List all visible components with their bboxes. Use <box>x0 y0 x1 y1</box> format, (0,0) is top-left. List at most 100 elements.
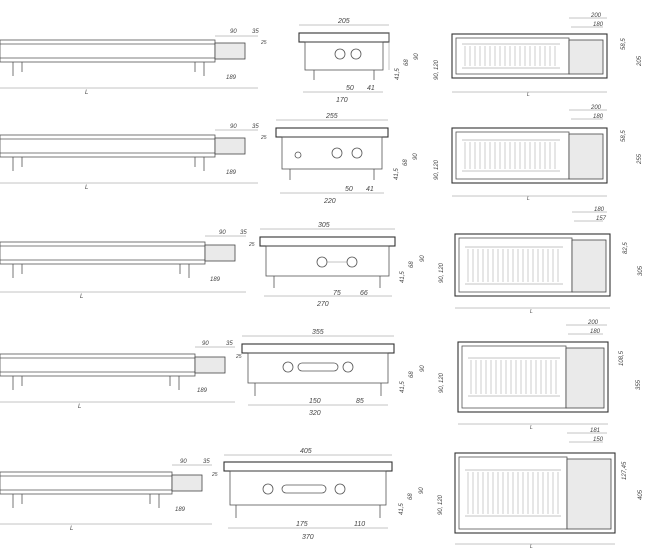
plan-view-3: 180 157 82,5 305 L <box>454 207 644 315</box>
section-h2-3: 68 <box>409 261 415 268</box>
side-dim-1-b: 35 <box>252 29 259 35</box>
plan-w3-3: 82,5 <box>623 242 629 254</box>
section-view-3: 305 75 66 270 41,5 68 90 90, 120 <box>259 222 445 308</box>
section-b2-5: 110 <box>354 521 365 528</box>
side-dim-2-b: 35 <box>252 124 259 130</box>
row-1: 90 35 25 189 L 205 50 41 170 41,5 68 90 … <box>0 13 643 104</box>
plan-length-2: L <box>527 196 530 202</box>
row-5: 90 35 25 189 L 405 175 110 370 41,5 68 9… <box>0 428 644 550</box>
section-view-2: 255 50 41 220 41,5 68 90 90, 120 <box>275 113 440 205</box>
plan-w1-3: 180 <box>594 207 605 213</box>
section-h1-2: 41,5 <box>394 168 400 180</box>
section-width-4: 355 <box>312 329 324 336</box>
plan-w1-5: 181 <box>590 428 600 434</box>
section-b2-2: 41 <box>366 186 374 193</box>
section-b2-1: 41 <box>367 85 375 92</box>
plan-w2-2: 180 <box>593 114 604 120</box>
side-dim-3-b: 35 <box>240 230 247 236</box>
section-view-4: 355 150 85 320 41,5 68 90 90, 120 <box>241 329 445 417</box>
plan-length-1: L <box>527 92 530 98</box>
plan-w3-2: 58,5 <box>621 130 627 142</box>
grille-hatching <box>464 46 559 514</box>
plan-w1-4: 200 <box>587 320 599 326</box>
section-h2-4: 68 <box>409 371 415 378</box>
plan-w3-5: 127,45 <box>622 461 628 480</box>
plan-length-3: L <box>530 309 533 315</box>
section-width-3: 305 <box>318 222 330 229</box>
section-h3-4: 90 <box>420 365 426 372</box>
side-dim-1-a: 90 <box>230 29 237 35</box>
section-h3-2: 90 <box>413 153 419 160</box>
plan-w2-3: 157 <box>596 216 607 222</box>
section-h1-3: 41,5 <box>400 271 406 283</box>
plan-view-5: 181 150 127,45 405 L <box>454 428 644 550</box>
section-h4-3: 90, 120 <box>439 262 445 283</box>
plan-depth-3: 305 <box>638 265 644 276</box>
section-b1-1: 50 <box>346 85 354 92</box>
section-h2-2: 68 <box>403 159 409 166</box>
side-dim-2-d: 189 <box>226 170 237 176</box>
plan-view-1: 200 180 58,5 205 L <box>451 13 643 98</box>
plan-w3-1: 58,5 <box>621 38 627 50</box>
section-h4-1: 90, 120 <box>434 59 440 80</box>
side-dim-5-d: 189 <box>175 507 186 513</box>
section-h4-2: 90, 120 <box>434 159 440 180</box>
side-length-5: L <box>70 526 73 532</box>
section-h3-3: 90 <box>420 255 426 262</box>
plan-depth-1: 205 <box>637 55 643 67</box>
section-view-5: 405 175 110 370 41,5 68 90 90, 120 <box>223 448 444 541</box>
section-h4-4: 90, 120 <box>439 372 445 393</box>
section-view-1: 205 50 41 170 41,5 68 90 90, 120 <box>298 18 440 104</box>
side-length-4: L <box>78 404 81 410</box>
side-dim-1-d: 189 <box>226 75 237 81</box>
plan-w1-2: 200 <box>590 105 602 111</box>
section-b1-4: 150 <box>309 398 321 405</box>
plan-w2-5: 150 <box>593 437 604 443</box>
section-h1-1: 41,5 <box>395 68 401 80</box>
section-width-1: 205 <box>337 18 350 25</box>
section-h4-5: 90, 120 <box>438 494 444 515</box>
section-total-5: 370 <box>302 534 314 541</box>
section-h2-1: 68 <box>404 59 410 66</box>
side-length-1: L <box>85 90 88 96</box>
section-b2-4: 85 <box>356 398 364 405</box>
section-width-2: 255 <box>325 113 338 120</box>
plan-depth-4: 355 <box>636 379 642 390</box>
section-h3-5: 90 <box>419 487 425 494</box>
side-length-3: L <box>80 294 83 300</box>
side-dim-5-c: 25 <box>211 472 218 478</box>
side-view-4: 90 35 25 189 L <box>0 341 242 410</box>
side-dim-4-c: 25 <box>235 354 242 360</box>
section-h1-4: 41,5 <box>400 381 406 393</box>
side-view-5: 90 35 25 189 L <box>0 459 218 532</box>
side-length-2: L <box>85 185 88 191</box>
side-dim-5-b: 35 <box>203 459 210 465</box>
row-4: 90 35 25 189 L 355 150 85 320 41,5 68 90… <box>0 320 642 431</box>
side-dim-4-a: 90 <box>202 341 209 347</box>
row-2: 90 35 25 189 L 255 50 41 220 41,5 68 90 … <box>0 105 643 205</box>
section-total-3: 270 <box>316 301 329 308</box>
plan-length-4: L <box>530 425 533 431</box>
plan-w2-4: 180 <box>590 329 601 335</box>
side-dim-4-d: 189 <box>197 388 208 394</box>
plan-depth-2: 255 <box>637 153 643 165</box>
section-h3-1: 90 <box>414 53 420 60</box>
section-b2-3: 66 <box>360 290 368 297</box>
row-3: 90 35 25 189 L 305 75 66 270 41,5 68 90 … <box>0 207 644 315</box>
side-view-2: 90 35 25 189 L <box>0 124 267 191</box>
plan-view-2: 200 180 58,5 255 L <box>451 105 643 202</box>
plan-depth-5: 405 <box>638 489 644 500</box>
side-dim-1-c: 25 <box>260 40 267 46</box>
plan-length-5: L <box>530 544 533 550</box>
section-width-5: 405 <box>300 448 312 455</box>
section-h1-5: 41,5 <box>399 503 405 515</box>
side-dim-3-c: 25 <box>248 242 255 248</box>
side-dim-3-a: 90 <box>219 230 226 236</box>
plan-w1-1: 200 <box>590 13 602 19</box>
section-total-1: 170 <box>336 97 348 104</box>
section-h2-5: 68 <box>408 493 414 500</box>
section-b1-2: 50 <box>345 186 353 193</box>
side-dim-5-a: 90 <box>180 459 187 465</box>
side-dim-2-c: 25 <box>260 135 267 141</box>
